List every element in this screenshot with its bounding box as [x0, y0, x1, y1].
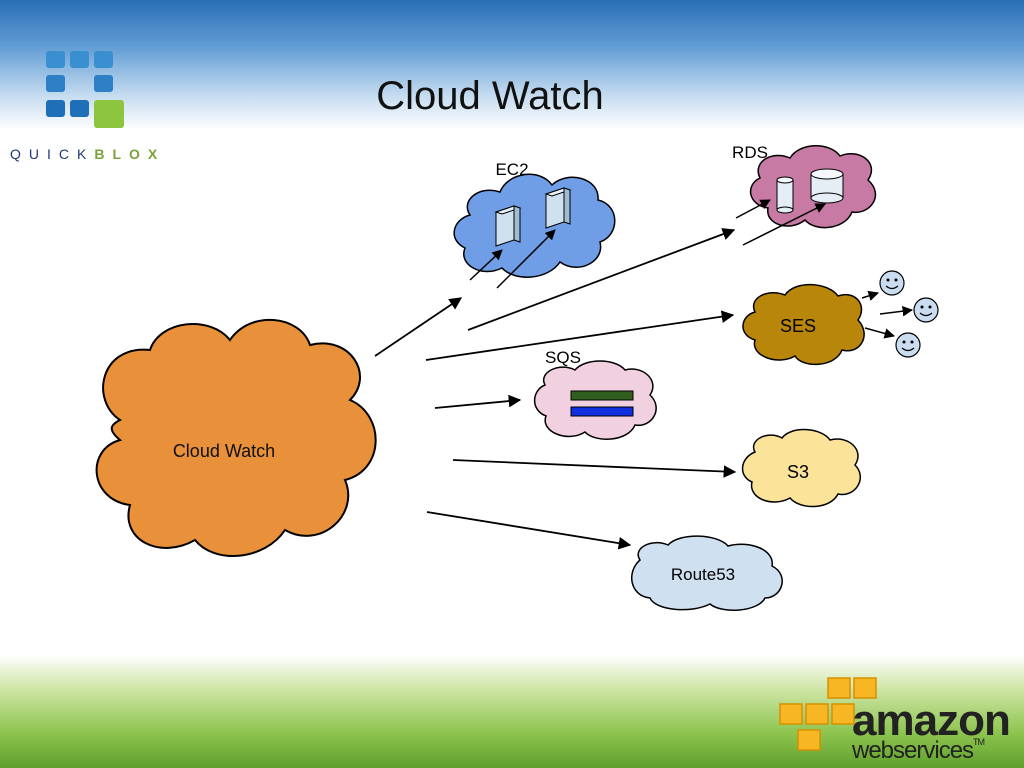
aws-wordmark-amazon: amazon [852, 696, 1011, 745]
server-icon [494, 205, 522, 247]
aws-logo [779, 677, 877, 751]
ec2-label: EC2 [495, 160, 528, 179]
ses-cloud: SES [742, 270, 939, 366]
quickblox-wordmark: QUICKBLOX [10, 146, 166, 162]
smiley-icon [879, 270, 905, 296]
rds-cloud: RDS [732, 143, 877, 246]
smiley-icon [913, 297, 939, 323]
sqs-label: SQS [545, 348, 581, 367]
slide-title: Cloud Watch [376, 74, 604, 118]
database-icon [810, 168, 844, 204]
server-icon [544, 187, 572, 229]
sqs-cloud: SQS [533, 348, 657, 440]
s3-label: S3 [787, 462, 809, 482]
database-icon [776, 176, 794, 214]
quickblox-logo [46, 51, 124, 128]
rds-label: RDS [732, 143, 768, 162]
cloud-watch-label: Cloud Watch [173, 441, 275, 461]
header-background [0, 0, 1024, 130]
queue-icon [570, 390, 634, 417]
smiley-icon [895, 332, 921, 358]
aws-wordmark-webservices: webservicesTM [852, 737, 985, 764]
connection-arrows [374, 228, 737, 550]
route53-label: Route53 [671, 565, 735, 584]
s3-cloud: S3 [741, 428, 861, 508]
route53-cloud: Route53 [630, 535, 783, 611]
cloud-watch-cloud: Cloud Watch [95, 318, 377, 557]
ses-label: SES [780, 316, 816, 336]
ec2-cloud: EC2 [453, 160, 616, 289]
